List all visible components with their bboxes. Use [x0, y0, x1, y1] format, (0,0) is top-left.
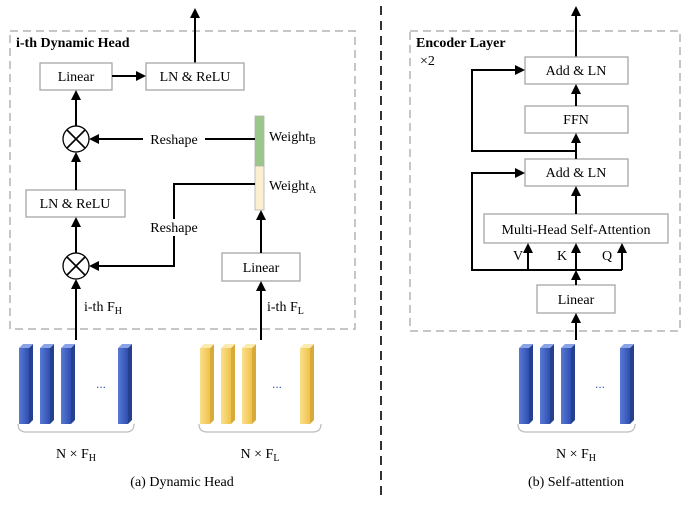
input-fh-label: i-th FH — [84, 300, 122, 317]
dim-b-label: N × FH — [556, 447, 596, 464]
feature-l-bar — [200, 344, 214, 424]
feature-h-bar — [118, 344, 132, 424]
feature-l-bar — [221, 344, 235, 424]
k-label: K — [557, 249, 567, 264]
reshape-top-label: Reshape — [150, 133, 197, 148]
feature-b-bar — [620, 344, 634, 424]
feature-b-bar — [519, 344, 533, 424]
ln-relu-top-box — [145, 62, 245, 91]
feature-stack-l — [200, 344, 314, 424]
stack-l-dots: ... — [272, 377, 282, 391]
feature-l-bar — [242, 344, 256, 424]
caption-b: (b) Self-attention — [528, 475, 624, 490]
panel-a: i-th Dynamic Head Linear LN & ReLU LN & … — [9, 8, 356, 490]
multiply-low-icon — [62, 252, 90, 280]
stack-b-dots: ... — [595, 377, 605, 391]
linear-b-label: Linear — [558, 293, 595, 308]
encoder-layer-frame — [409, 30, 681, 332]
linear-low-box — [221, 252, 301, 282]
dynamic-head-frame — [9, 30, 356, 330]
mhsa-label: Multi-Head Self-Attention — [502, 223, 651, 238]
weight-b-bar — [254, 115, 265, 167]
feature-h-bar — [19, 344, 33, 424]
encoder-layer-title: Encoder Layer — [416, 36, 506, 51]
mhsa-box — [483, 213, 669, 244]
dynamic-head-title: i-th Dynamic Head — [16, 36, 130, 51]
feature-l-bar — [300, 344, 314, 424]
linear-top-label: Linear — [58, 70, 95, 85]
add-ln-top-label: Add & LN — [546, 64, 607, 79]
encoder-repeat-label: ×2 — [420, 54, 435, 69]
bracket-h — [17, 423, 135, 433]
q-label: Q — [602, 249, 612, 264]
add-ln-low-label: Add & LN — [546, 166, 607, 181]
bracket-l — [198, 423, 322, 433]
ln-relu-mid-label: LN & ReLU — [40, 197, 111, 212]
dim-h-label: N × FH — [56, 447, 96, 464]
reshape-low-bg — [143, 219, 205, 236]
feature-h-bar — [61, 344, 75, 424]
residual-arrow-top — [471, 65, 576, 152]
multiply-top-icon — [62, 125, 90, 153]
feature-b-bar — [561, 344, 575, 424]
ffn-box — [524, 105, 629, 134]
caption-a: (a) Dynamic Head — [130, 475, 233, 490]
v-label: V — [513, 249, 523, 264]
add-ln-top-box — [524, 56, 629, 85]
add-ln-low-box — [524, 158, 629, 187]
weight-a-label: WeightA — [269, 179, 317, 196]
residual-arrow-low — [471, 168, 576, 271]
panel-b: Encoder Layer ×2 Add & LN FFN Add & LN M… — [409, 6, 681, 490]
dim-l-label: N × FL — [241, 447, 280, 464]
weight-a-bar — [254, 165, 265, 211]
reshape-top-bg — [143, 130, 205, 147]
reshape-low-label: Reshape — [150, 221, 197, 236]
input-fl-label: i-th FL — [267, 300, 304, 317]
ln-relu-top-label: LN & ReLU — [160, 70, 231, 85]
feature-h-bar — [40, 344, 54, 424]
feature-stack-h — [19, 344, 132, 424]
ffn-label: FFN — [563, 113, 589, 128]
linear-low-label: Linear — [243, 261, 280, 276]
feature-stack-b — [519, 344, 634, 424]
bracket-b — [517, 423, 636, 433]
stack-h-dots: ... — [96, 377, 106, 391]
weight-b-label: WeightB — [269, 130, 316, 147]
feature-b-bar — [540, 344, 554, 424]
